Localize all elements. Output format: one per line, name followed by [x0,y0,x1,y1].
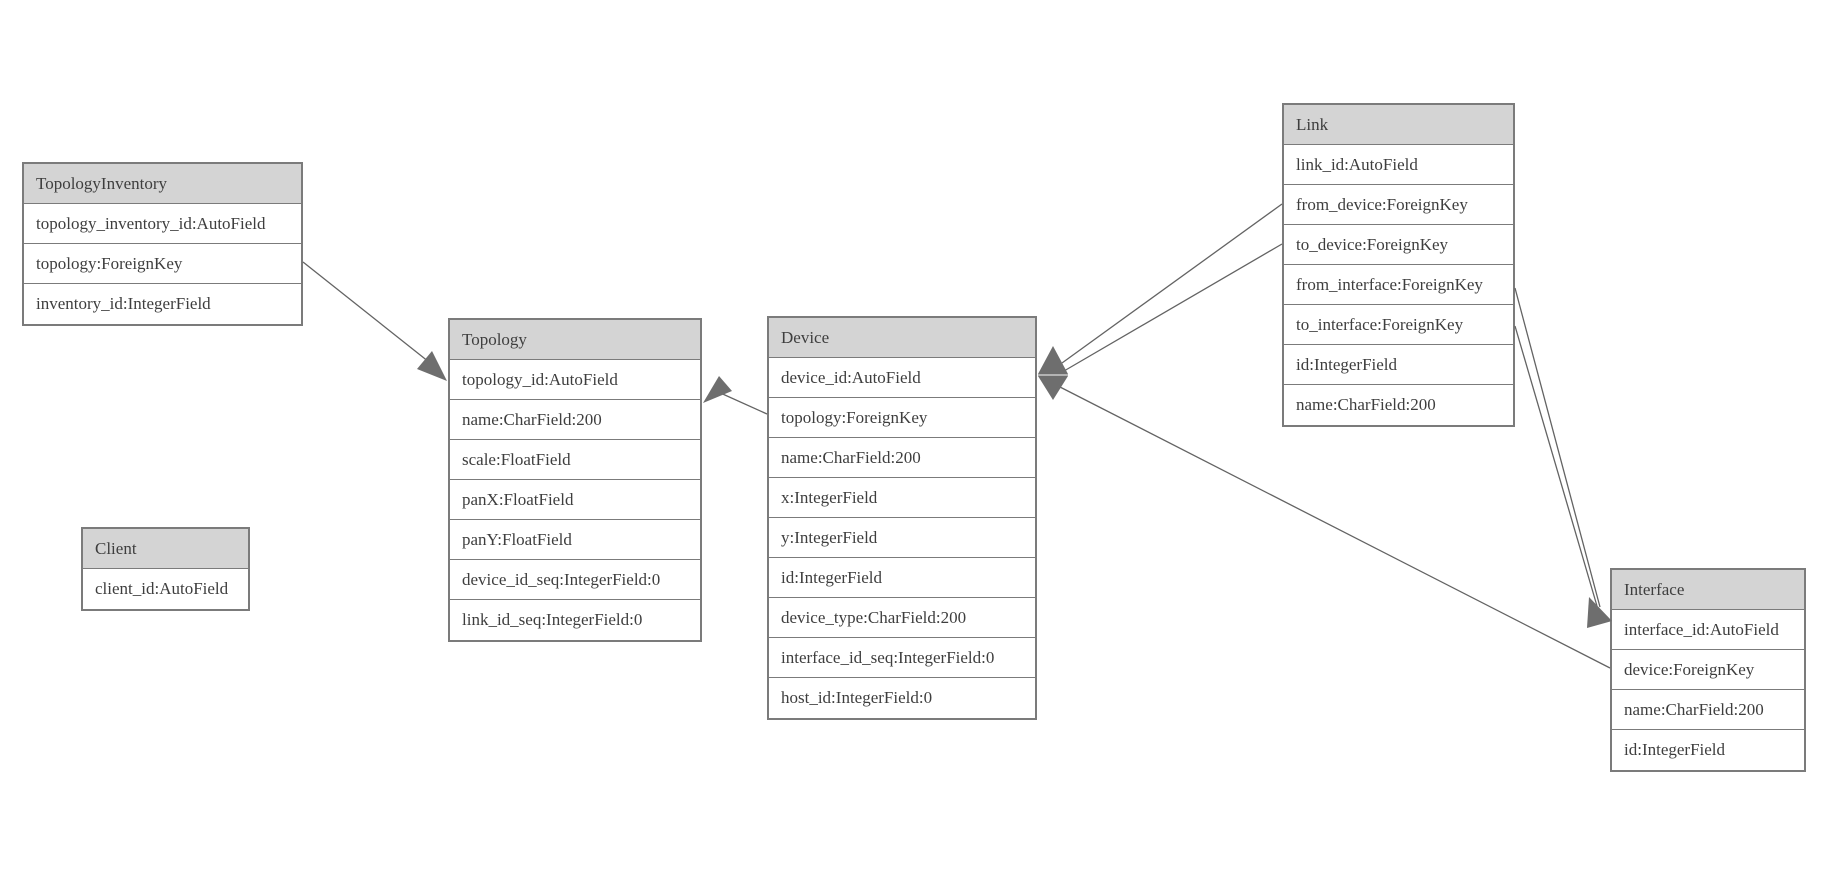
table-field-row: to_interface:ForeignKey [1284,305,1513,345]
table-field-row: link_id_seq:IntegerField:0 [450,600,700,640]
table-field-row: from_device:ForeignKey [1284,185,1513,225]
table-field-row: device_type:CharField:200 [769,598,1035,638]
table-field-row: client_id:AutoField [83,569,248,609]
table-field-row: inventory_id:IntegerField [24,284,301,324]
table-field-row: host_id:IntegerField:0 [769,678,1035,718]
relationship-line [715,390,768,415]
relationship-line [302,261,430,363]
relationship-line [1061,203,1283,364]
table-field-row: from_interface:ForeignKey [1284,265,1513,305]
table-field-row: name:CharField:200 [1284,385,1513,425]
arrowhead-device-right-lower [1038,376,1068,400]
table-title: Link [1284,105,1513,145]
relationship-line [1514,325,1598,607]
table-title: Device [769,318,1035,358]
table-field-row: device_id:AutoField [769,358,1035,398]
table-field-row: panX:FloatField [450,480,700,520]
relationship-line [1059,386,1611,669]
table-field-row: panY:FloatField [450,520,700,560]
table-field-row: device_id_seq:IntegerField:0 [450,560,700,600]
table-field-row: name:CharField:200 [450,400,700,440]
table-title: Client [83,529,248,569]
table-field-row: interface_id:AutoField [1612,610,1804,650]
table-field-row: to_device:ForeignKey [1284,225,1513,265]
table-field-row: y:IntegerField [769,518,1035,558]
table-field-row: topology_inventory_id:AutoField [24,204,301,244]
table-field-row: name:CharField:200 [769,438,1035,478]
arrowhead-device-right-upper [1038,346,1068,374]
table-field-row: id:IntegerField [1284,345,1513,385]
table-field-row: topology_id:AutoField [450,360,700,400]
table-field-row: id:IntegerField [769,558,1035,598]
table-field-row: id:IntegerField [1612,730,1804,770]
table-field-row: device:ForeignKey [1612,650,1804,690]
table-field-row: topology:ForeignKey [24,244,301,284]
arrowhead-interface-top-left [1587,597,1612,628]
table-field-row: scale:FloatField [450,440,700,480]
arrowhead-topology-right-edge [703,376,732,403]
table-field-row: interface_id_seq:IntegerField:0 [769,638,1035,678]
relationship-line [1063,243,1283,372]
table-title: TopologyInventory [24,164,301,204]
table-field-row: name:CharField:200 [1612,690,1804,730]
arrowhead-topology-left-edge [417,351,447,381]
table-title: Topology [450,320,700,360]
table-field-row: link_id:AutoField [1284,145,1513,185]
table-field-row: topology:ForeignKey [769,398,1035,438]
relationship-line [1514,287,1601,608]
table-field-row: x:IntegerField [769,478,1035,518]
table-title: Interface [1612,570,1804,610]
